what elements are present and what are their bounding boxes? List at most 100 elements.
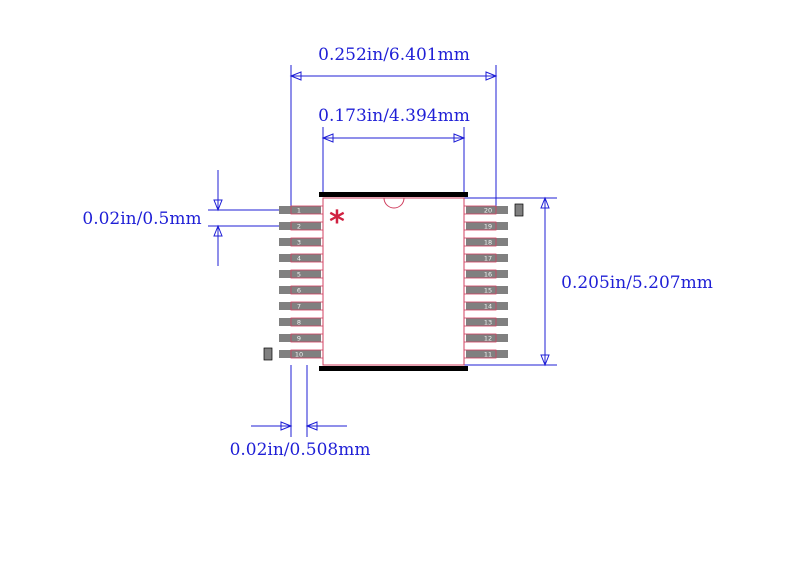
left-pad-5: 5: [279, 269, 324, 279]
right-lead-outline: [463, 205, 497, 215]
left-pad-10: 10: [279, 349, 324, 359]
left-lead-outline: [290, 349, 324, 359]
right-pin-number: 14: [484, 302, 492, 310]
left-lead-outline: [290, 237, 324, 247]
overall-width-dimension: 0.252in/6.401mm: [289, 45, 498, 210]
right-pad-row: 20 19 18 17 16 15 14 13 12 11: [463, 205, 508, 359]
pitch-dimension: 0.02in/0.5mm: [82, 170, 300, 266]
right-pad-shape: [466, 334, 508, 342]
left-pad-shape: [279, 286, 321, 294]
right-pin-number: 15: [484, 286, 492, 294]
left-pad-3: 3: [279, 237, 324, 247]
left-pin-number: 1: [297, 206, 301, 214]
left-pad-shape: [279, 318, 321, 326]
right-pad-15: 15: [463, 285, 508, 295]
right-lead-outline: [463, 237, 497, 247]
left-pad-shape: [279, 334, 321, 342]
left-lead-outline: [290, 285, 324, 295]
pin1-marker: *: [329, 205, 345, 240]
left-pin-number: 9: [297, 334, 301, 342]
left-pad-shape: [279, 254, 321, 262]
right-pad-shape: [466, 286, 508, 294]
right-pad-shape: [466, 318, 508, 326]
body-height-label: 0.205in/5.207mm: [561, 273, 713, 293]
left-lead-outline: [290, 317, 324, 327]
right-pad-shape: [466, 222, 508, 230]
right-pin-number: 13: [484, 318, 492, 326]
left-pad-shape: [279, 238, 321, 246]
pin1-indicator: [514, 203, 524, 217]
right-lead-outline: [463, 301, 497, 311]
right-pad-18: 18: [463, 237, 508, 247]
right-pad-shape: [466, 350, 508, 358]
body-width-dimension: 0.173in/4.394mm: [318, 106, 470, 195]
left-pin-number: 4: [297, 254, 301, 262]
right-lead-outline: [463, 253, 497, 263]
left-lead-outline: [290, 269, 324, 279]
left-pad-shape: [279, 222, 321, 230]
right-pad-19: 19: [463, 221, 508, 231]
right-pad-shape: [466, 238, 508, 246]
body-outline: [322, 197, 465, 366]
right-lead-outline: [463, 333, 497, 343]
left-pad-row: 1 2 3 4 5 6 7 8 9 10: [279, 205, 324, 359]
pad-width-label: 0.02in/0.508mm: [230, 440, 371, 460]
right-lead-outline: [463, 221, 497, 231]
left-lead-outline: [290, 221, 324, 231]
left-lead-outline: [290, 253, 324, 263]
left-pin-number: 2: [297, 222, 301, 230]
right-pad-shape: [466, 302, 508, 310]
left-pad-shape: [279, 350, 321, 358]
left-pin-number: 7: [297, 302, 301, 310]
left-lead-outline: [290, 301, 324, 311]
right-pad-20: 20: [463, 205, 508, 215]
right-pin-number: 20: [484, 206, 492, 214]
right-lead-outline: [463, 349, 497, 359]
left-lead-outline: [290, 205, 324, 215]
body-width-label: 0.173in/4.394mm: [318, 106, 470, 126]
pad-width-dimension: 0.02in/0.508mm: [230, 365, 371, 460]
right-pin-number: 12: [484, 334, 492, 342]
right-pin-number: 18: [484, 238, 492, 246]
pin10-indicator: [263, 347, 273, 361]
left-pad-4: 4: [279, 253, 324, 263]
left-pad-8: 8: [279, 317, 324, 327]
right-pad-shape: [466, 206, 508, 214]
right-lead-outline: [463, 285, 497, 295]
left-pad-1: 1: [279, 205, 324, 215]
body-height-dimension: 0.205in/5.207mm: [464, 196, 713, 367]
left-pin-number: 8: [297, 318, 301, 326]
left-pad-shape: [279, 302, 321, 310]
right-pad-shape: [466, 254, 508, 262]
right-pad-16: 16: [463, 269, 508, 279]
left-pin-number: 6: [297, 286, 301, 294]
right-pin-number: 16: [484, 270, 492, 278]
right-pad-shape: [466, 270, 508, 278]
left-pad-2: 2: [279, 221, 324, 231]
left-pad-6: 6: [279, 285, 324, 295]
right-pin-number: 19: [484, 222, 492, 230]
right-lead-outline: [463, 269, 497, 279]
pitch-label: 0.02in/0.5mm: [82, 209, 201, 229]
left-pad-shape: [279, 270, 321, 278]
body-bottom-edge: [319, 366, 468, 371]
right-pad-11: 11: [463, 349, 508, 359]
overall-width-label: 0.252in/6.401mm: [318, 45, 470, 65]
package-body: *: [319, 192, 468, 371]
body-top-edge: [319, 192, 468, 197]
left-pad-9: 9: [279, 333, 324, 343]
left-pin-number: 5: [297, 270, 301, 278]
left-pad-shape: [279, 206, 321, 214]
right-pin-number: 11: [484, 350, 492, 358]
pin1-notch: [383, 197, 405, 209]
left-pin-number: 3: [297, 238, 301, 246]
right-lead-outline: [463, 317, 497, 327]
left-pin-number: 10: [295, 350, 303, 358]
left-pad-7: 7: [279, 301, 324, 311]
right-pad-12: 12: [463, 333, 508, 343]
right-pad-14: 14: [463, 301, 508, 311]
right-pad-13: 13: [463, 317, 508, 327]
right-pad-17: 17: [463, 253, 508, 263]
left-lead-outline: [290, 333, 324, 343]
